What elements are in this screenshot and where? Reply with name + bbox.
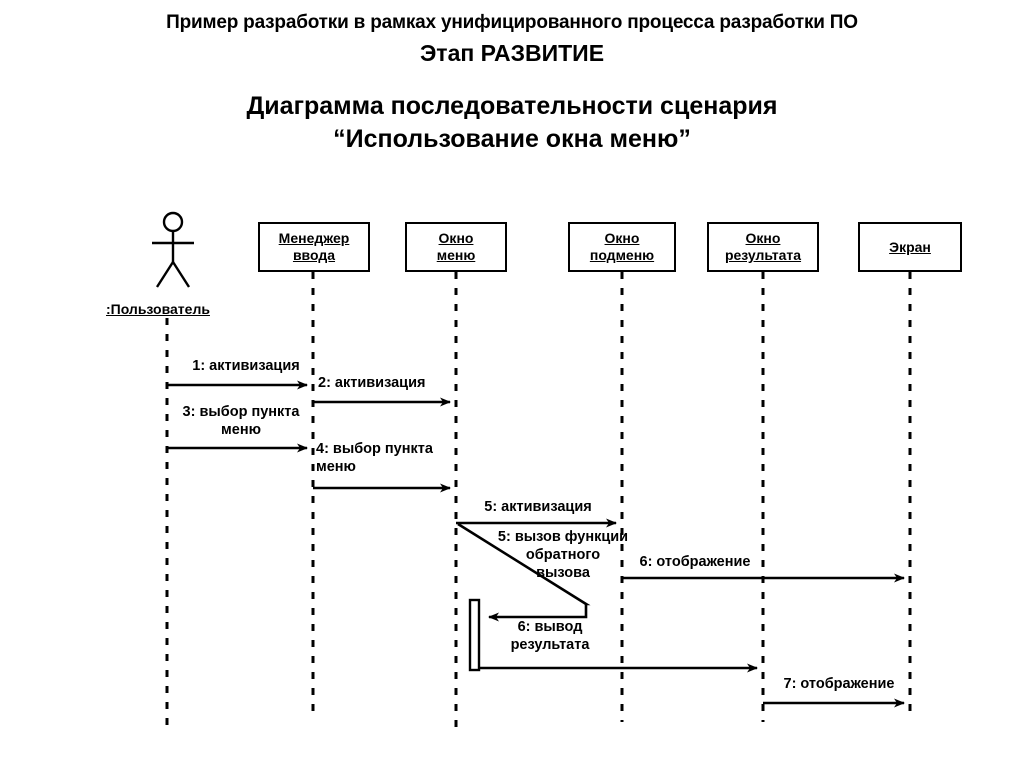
actor-stick-figure bbox=[152, 211, 194, 288]
arrow-msg-6-self-loop bbox=[488, 604, 588, 622]
lifeline-label-submenu-window: Окно подменю bbox=[589, 230, 655, 263]
lifeline-box-submenu-window[interactable]: Окно подменю bbox=[568, 222, 676, 272]
title-line-1: Пример разработки в рамках унифицированн… bbox=[166, 12, 858, 33]
lifeline-box-input-manager[interactable]: Менеджер ввода bbox=[258, 222, 370, 272]
title-line-2: Этап РАЗВИТИЕ bbox=[419, 40, 605, 66]
activation-bar-menu-window bbox=[468, 598, 481, 672]
actor-label: :Пользователь bbox=[106, 301, 210, 317]
message-label-6-display: 6: отображение bbox=[639, 554, 751, 570]
message-label-7-display: 7: отображение bbox=[783, 676, 895, 692]
lifeline-label-result-window: Окно результата bbox=[724, 230, 802, 263]
message-arrows bbox=[167, 380, 905, 708]
message-label-4: 4: выбор пункта меню bbox=[316, 441, 433, 475]
title-line-4: “Использование окна меню” bbox=[333, 125, 691, 153]
message-label-2: 2: активизация bbox=[318, 375, 426, 391]
message-label-3: 3: выбор пункта меню bbox=[182, 404, 300, 438]
lifeline-box-screen[interactable]: Экран bbox=[858, 222, 962, 272]
message-label-5-callback: 5: вызов функции обратного вызова bbox=[497, 529, 629, 581]
title-line-3: Диаграмма последовательности сценария bbox=[246, 92, 778, 120]
message-label-6-result: 6: вывод результата bbox=[510, 619, 590, 653]
message-label-1: 1: активизация bbox=[192, 358, 300, 374]
message-label-5: 5: активизация bbox=[484, 499, 592, 515]
lifeline-box-menu-window[interactable]: Окно меню bbox=[405, 222, 507, 272]
lifeline-label-input-manager: Менеджер ввода bbox=[278, 230, 350, 263]
lifeline-label-menu-window: Окно меню bbox=[436, 230, 476, 263]
lifeline-label-screen: Экран bbox=[889, 238, 931, 255]
lifeline-box-result-window[interactable]: Окно результата bbox=[707, 222, 819, 272]
title-block: Пример разработки в рамках унифицированн… bbox=[0, 0, 1024, 156]
